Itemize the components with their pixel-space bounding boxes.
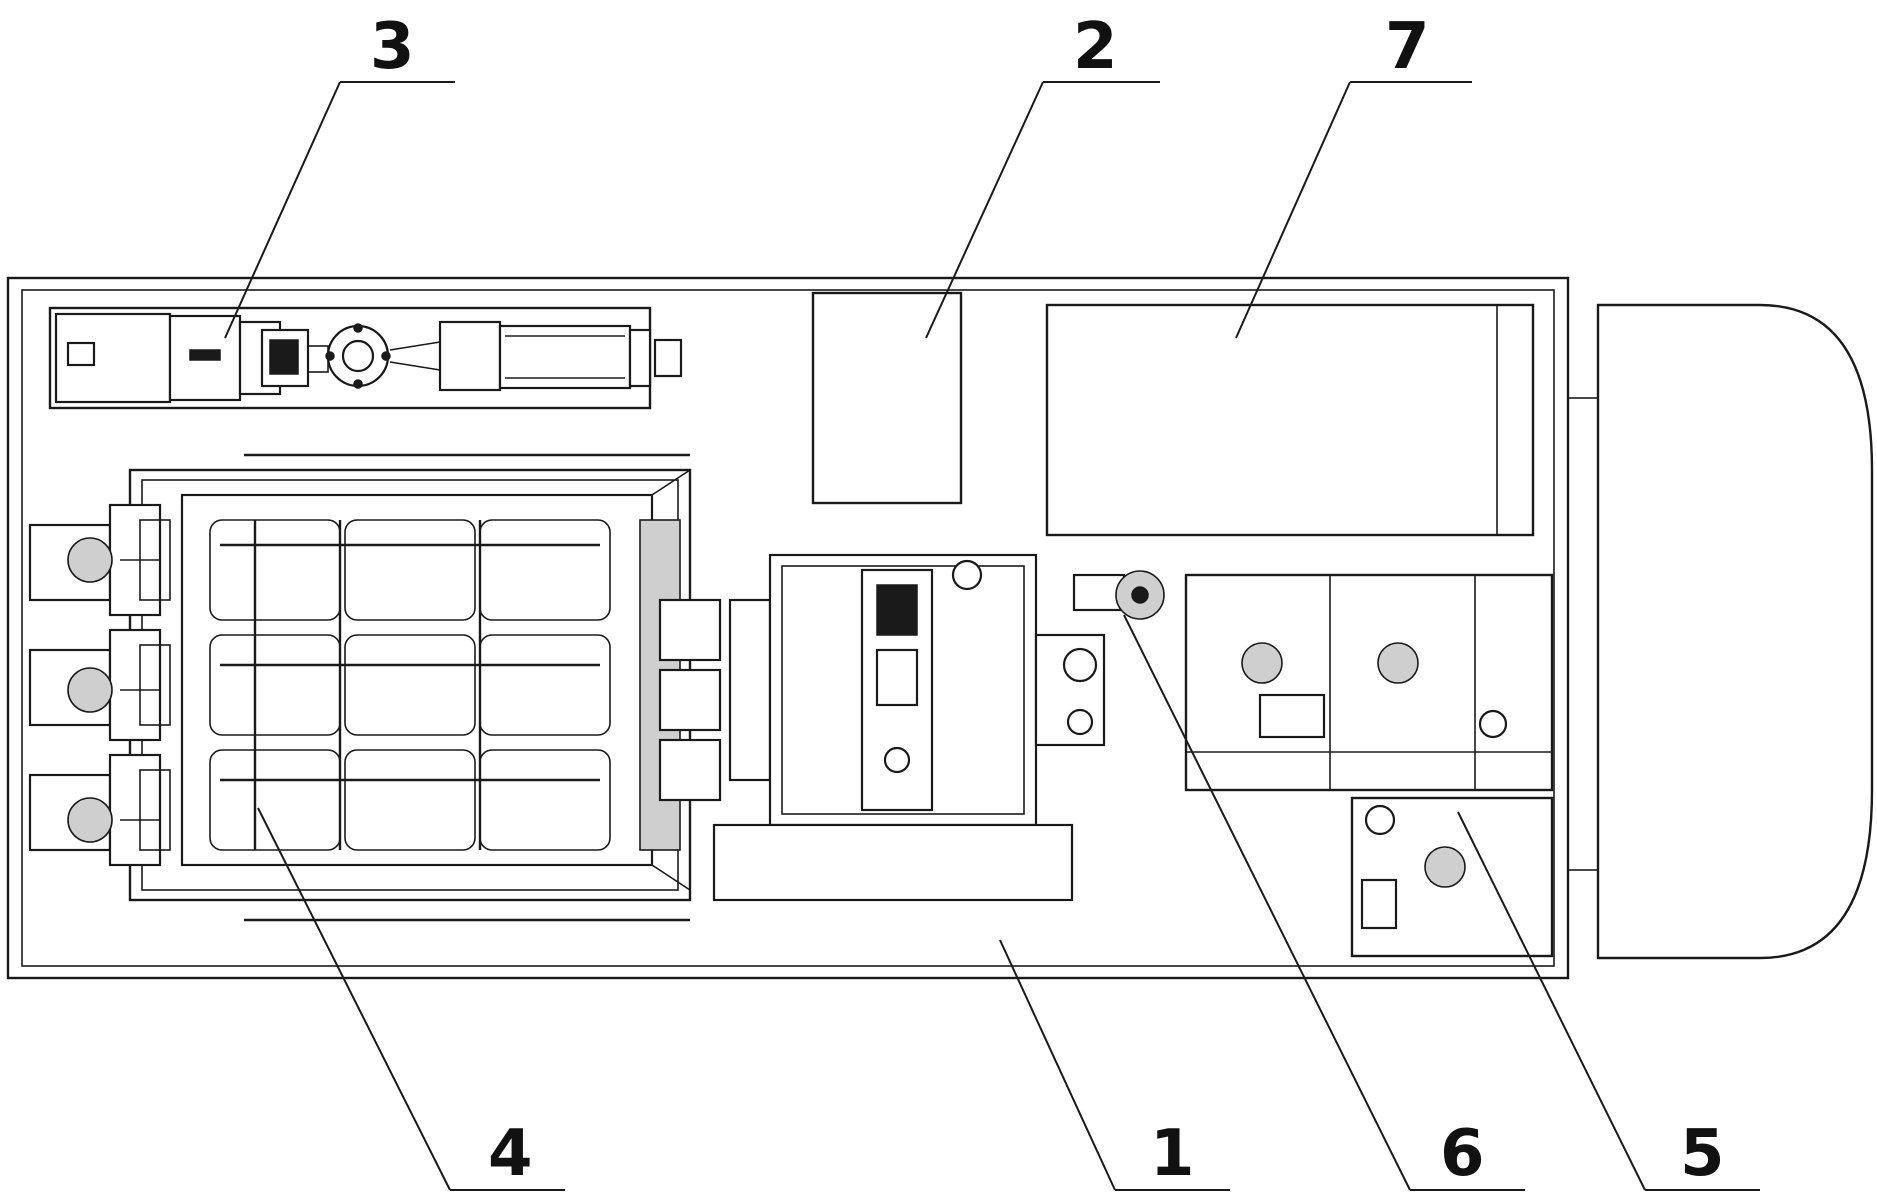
motor-row-top [28, 503, 171, 617]
leader-lines [224, 81, 1760, 1191]
callout-labels: 3 2 7 4 1 6 5 [370, 10, 1725, 1191]
motor-row-bottom [28, 753, 171, 867]
main-motor [712, 553, 1106, 902]
storage-tank [1045, 303, 1535, 537]
callout-7: 7 [1385, 10, 1430, 84]
callout-2: 2 [1073, 10, 1118, 84]
motor-row-middle [28, 628, 171, 742]
valve-assembly [1072, 570, 1165, 620]
electrical-cabinets [1184, 573, 1554, 958]
control-box [811, 291, 963, 505]
bellows-connectors [639, 519, 722, 851]
truck-cab [1567, 303, 1874, 960]
cylinder-grid [209, 519, 611, 851]
callout-5: 5 [1680, 1117, 1725, 1191]
screw-pump-unit [48, 306, 683, 410]
callout-3: 3 [370, 10, 415, 84]
cylinder-pump-assembly [28, 453, 722, 922]
callout-4: 4 [488, 1117, 533, 1191]
callout-1: 1 [1150, 1117, 1195, 1191]
callout-6: 6 [1440, 1117, 1485, 1191]
